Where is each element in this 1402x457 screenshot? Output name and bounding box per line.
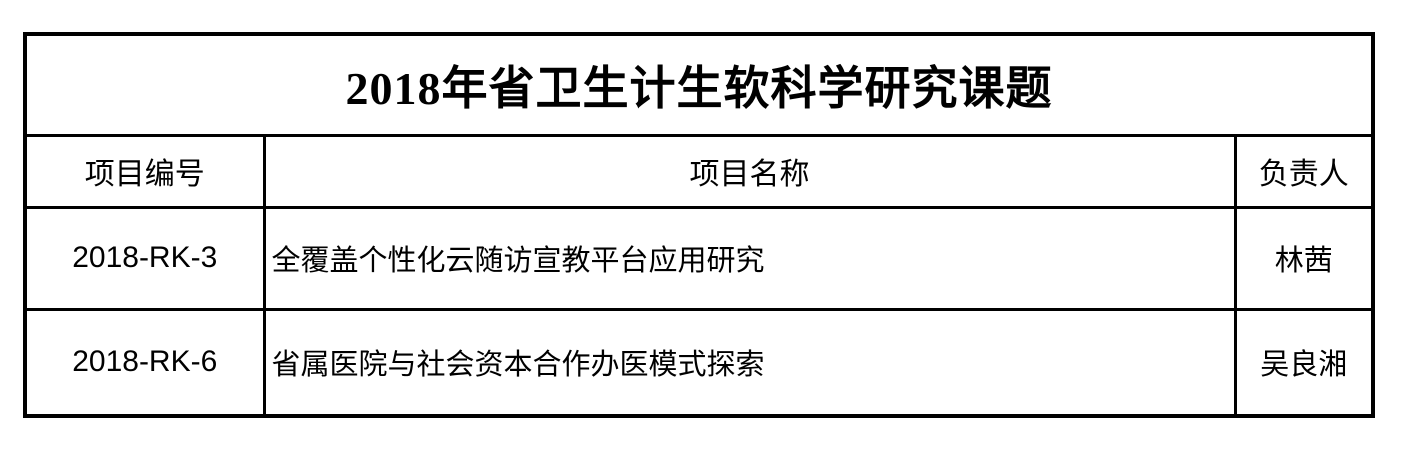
- column-header-project-code: 项目编号: [23, 133, 266, 209]
- project-name-cell: 省属医院与社会资本合作办医模式探索: [262, 307, 1237, 418]
- project-leader-cell: 林茜: [1233, 205, 1375, 311]
- research-projects-table: 2018年省卫生计生软科学研究课题 项目编号 项目名称 负责人 2018-RK-…: [23, 32, 1376, 418]
- header-row: 项目编号 项目名称 负责人: [23, 133, 1375, 209]
- column-header-leader: 负责人: [1233, 133, 1375, 209]
- project-leader-cell: 吴良湘: [1233, 307, 1375, 418]
- column-header-project-name: 项目名称: [262, 133, 1237, 209]
- project-name-cell: 全覆盖个性化云随访宣教平台应用研究: [262, 205, 1237, 311]
- table-title: 2018年省卫生计生软科学研究课题: [23, 32, 1375, 137]
- table-row: 2018-RK-3 全覆盖个性化云随访宣教平台应用研究 林茜: [23, 205, 1375, 311]
- title-row: 2018年省卫生计生软科学研究课题: [23, 32, 1375, 137]
- project-code-cell: 2018-RK-3: [23, 205, 266, 311]
- project-code-cell: 2018-RK-6: [23, 307, 266, 418]
- table-row: 2018-RK-6 省属医院与社会资本合作办医模式探索 吴良湘: [23, 307, 1375, 418]
